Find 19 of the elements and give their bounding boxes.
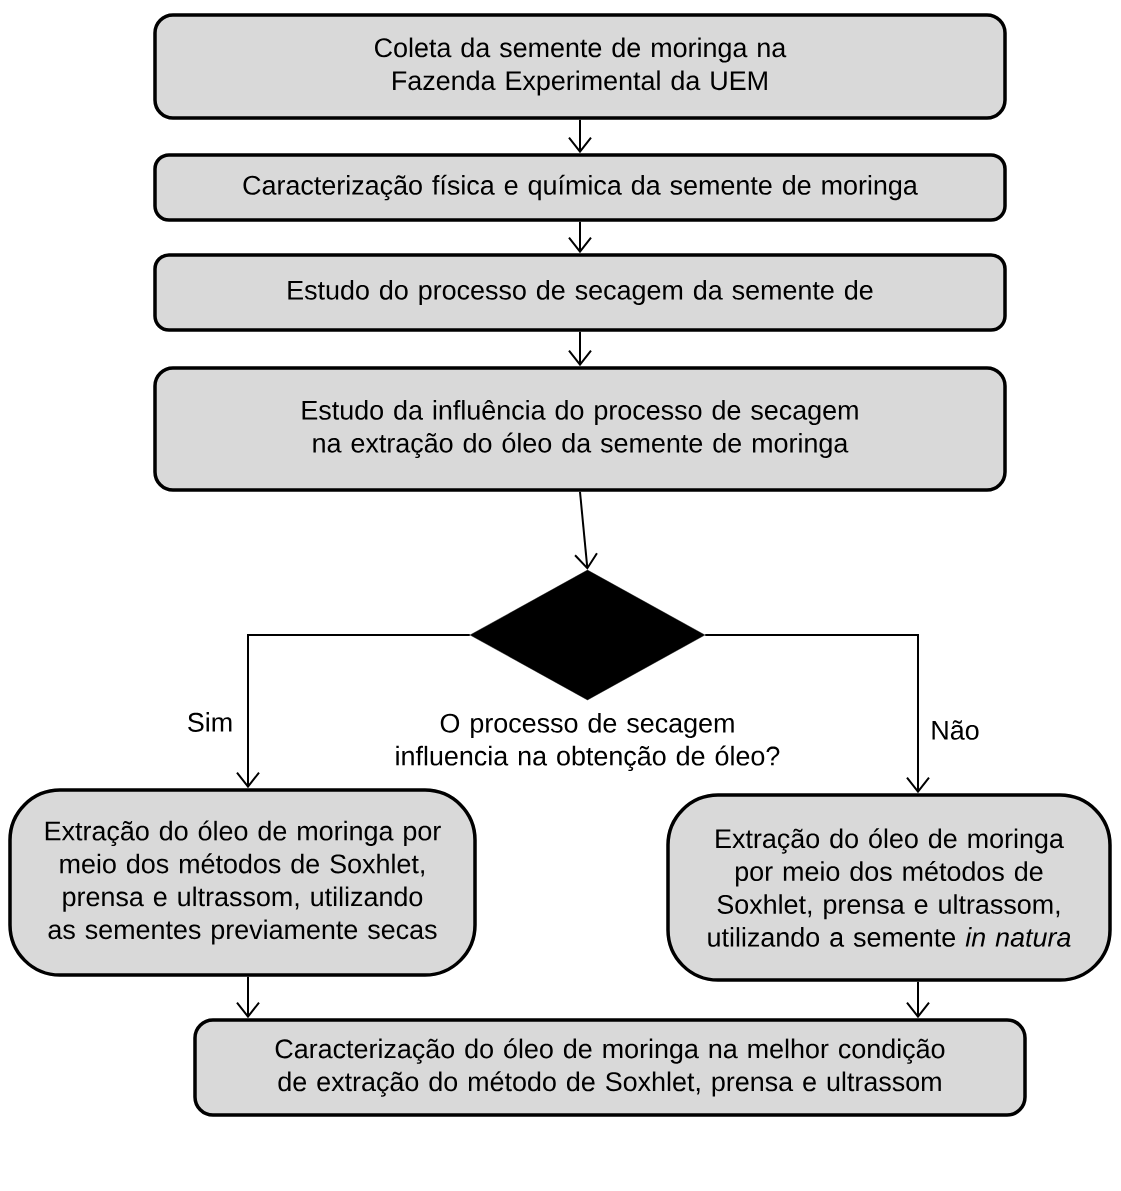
edge-label: Não xyxy=(928,718,982,742)
arrow xyxy=(568,220,592,254)
arrow xyxy=(704,634,930,794)
process-box: Estudo da influência do processo de secagem na extração do óleo da semente de moringa xyxy=(153,366,1007,492)
arrow xyxy=(568,118,592,154)
process-box: Caracterização do óleo de moringa na melhor condição de extração do método de Soxhlet, prensa e ultrassom xyxy=(193,1018,1027,1117)
decision-diamond xyxy=(469,569,706,701)
arrow xyxy=(236,975,260,1019)
arrow xyxy=(236,634,471,789)
arrow xyxy=(568,330,592,367)
process-box: Coleta da semente de moringa na Fazenda Experimental da UEM xyxy=(153,13,1007,120)
arrow xyxy=(574,490,598,570)
process-box: Extração do óleo de moringa por meio dos métodos de Soxhlet, prensa e ultrassom, utilizando as sementes previamente secas xyxy=(8,788,477,977)
decision-text: O processo de secagem influencia na obtenção de óleo? xyxy=(396,712,780,772)
process-box: Caracterização física e química da semente de moringa xyxy=(153,153,1007,222)
arrow xyxy=(906,980,930,1019)
edge-label: Sim xyxy=(184,710,236,734)
process-box: Estudo do processo de secagem da semente de xyxy=(153,253,1007,332)
process-box: Extração do óleo de moringa por meio dos métodos de Soxhlet, prensa e ultrassom, utilizando a semente in natura xyxy=(666,793,1112,982)
